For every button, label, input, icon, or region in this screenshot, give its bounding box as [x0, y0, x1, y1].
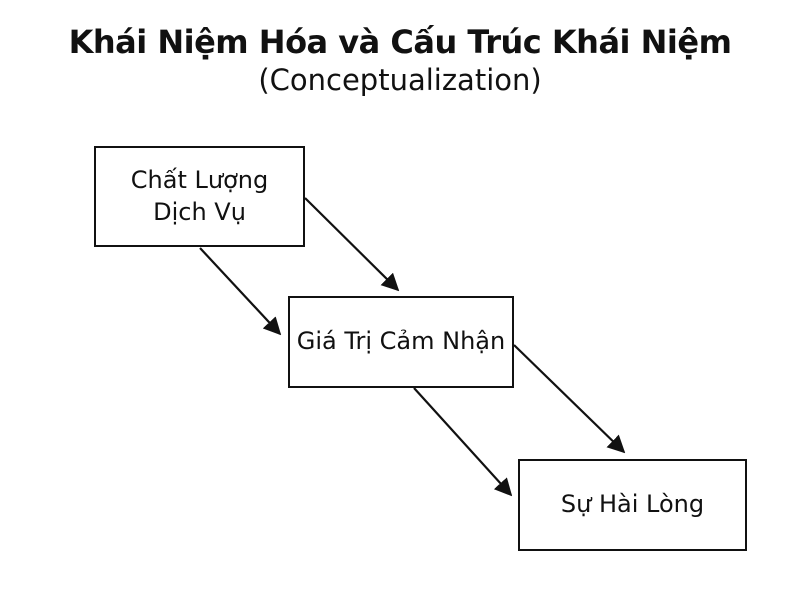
- diagram-title: Khái Niệm Hóa và Cấu Trúc Khái Niệm: [68, 23, 732, 61]
- node-satisfaction: Sự Hài Lòng: [518, 459, 747, 551]
- arrow-perceived-value-to-satisfaction-2: [413, 387, 513, 497]
- node-service-quality: Chất Lượng Dịch Vụ: [94, 146, 305, 247]
- header: Khái Niệm Hóa và Cấu Trúc Khái Niệm (Con…: [0, 22, 800, 100]
- node-perceived-value-label: Giá Trị Cảm Nhận: [296, 327, 506, 356]
- arrow-service-quality-to-perceived-value-2: [199, 247, 282, 336]
- node-service-quality-label: Chất Lượng Dịch Vụ: [130, 166, 269, 226]
- arrow-perceived-value-to-satisfaction-1: [513, 344, 626, 454]
- diagram-subtitle: (Conceptualization): [258, 63, 542, 97]
- node-satisfaction-label: Sự Hài Lòng: [560, 490, 705, 519]
- arrow-service-quality-to-perceived-value-1: [304, 197, 400, 292]
- node-perceived-value: Giá Trị Cảm Nhận: [288, 296, 514, 388]
